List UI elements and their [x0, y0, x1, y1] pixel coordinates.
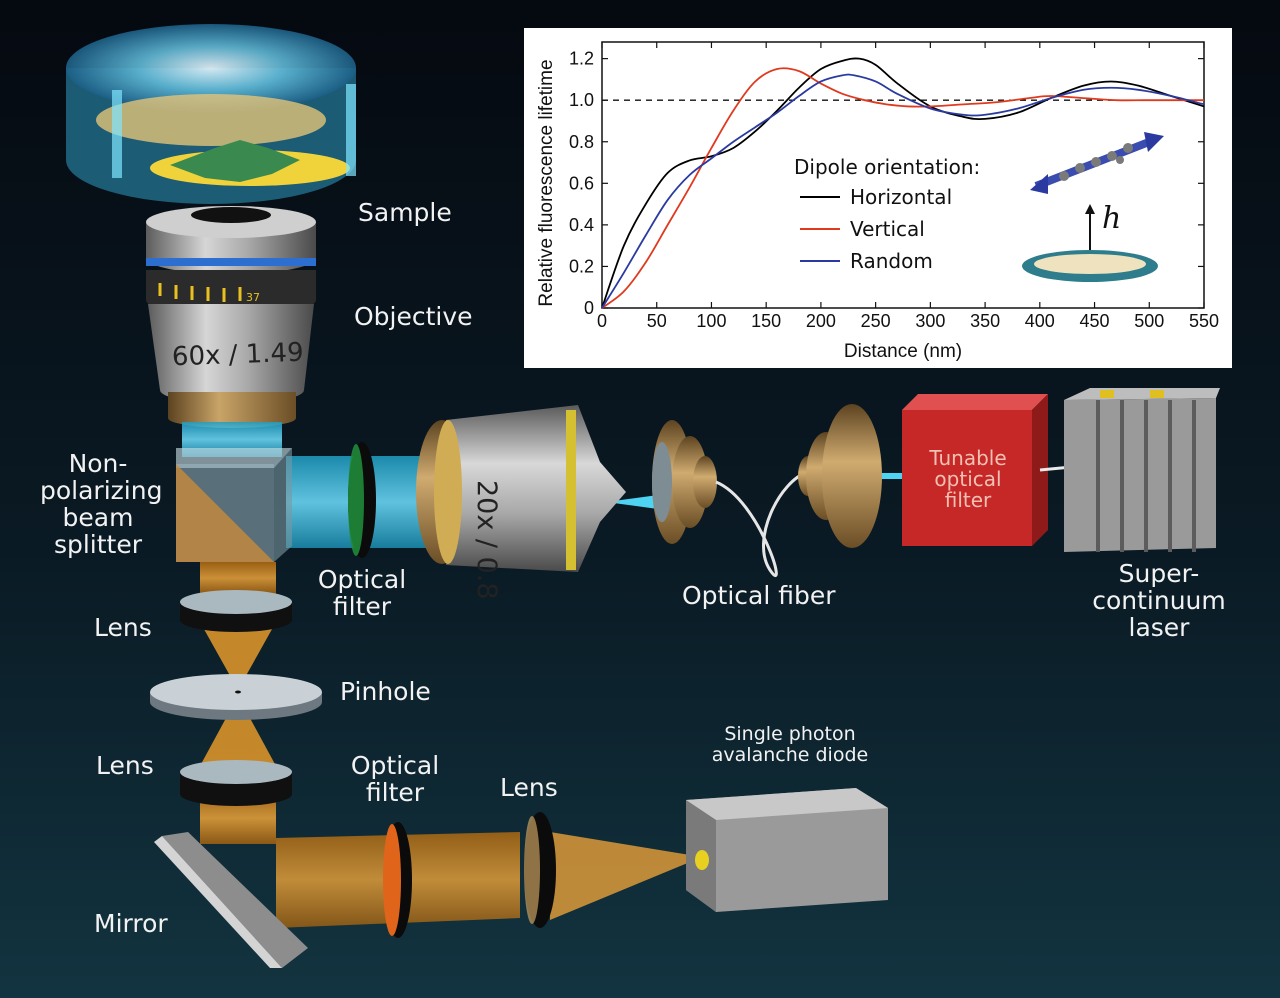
beam-splitter-line-3: beam: [62, 503, 134, 532]
tunable-filter-box: [902, 394, 1048, 546]
x-tick-label: 500: [1134, 311, 1164, 331]
x-tick-label: 300: [915, 311, 945, 331]
optical-filter-2: [383, 822, 412, 938]
x-tick-label: 200: [806, 311, 836, 331]
optical-filter-2-line-1: Optical: [350, 751, 440, 780]
y-tick-label: 0.2: [569, 256, 594, 276]
label-spad: Single photon avalanche diode: [700, 724, 880, 766]
pinhole-disc: [150, 674, 322, 720]
beam-splitter-line-2: polarizing: [40, 476, 163, 505]
x-tick-label: 450: [1080, 311, 1110, 331]
x-tick-label: 100: [696, 311, 726, 331]
series-line-random: [601, 73, 1205, 309]
lifetime-chart-panel: Relative fluorescence lifetime Distance …: [524, 28, 1232, 368]
y-tick-label: 0.6: [569, 173, 594, 193]
series-line-vertical: [601, 67, 1204, 309]
objective-20x-mark: 20x / 0.8: [471, 480, 502, 600]
chart-series-group: [601, 57, 1205, 309]
chart-legend: Dipole orientation: HorizontalVerticalRan…: [794, 155, 980, 273]
supercontinuum-laser: [1064, 388, 1220, 552]
dipole-inset: h: [1022, 132, 1164, 282]
beam-splitter-line-4: splitter: [53, 530, 143, 559]
x-tick-label: 350: [970, 311, 1000, 331]
fiber-coupler-left: [652, 420, 717, 544]
legend-label-horizontal: Horizontal: [850, 185, 952, 209]
laser-line-2: continuum: [1092, 586, 1226, 615]
inset-h-label: h: [1102, 201, 1121, 236]
optical-filter-2-line-2: filter: [365, 778, 425, 807]
objective-60x-mark: 60x / 1.49: [171, 337, 305, 373]
fiber-coupler-right: [798, 404, 882, 548]
objective-60x: [146, 206, 316, 428]
x-tick-label: 150: [751, 311, 781, 331]
lens-2: [180, 760, 292, 806]
x-tick-label: 550: [1189, 311, 1219, 331]
spad-line-2: avalanche diode: [711, 744, 869, 766]
objective-scale-mark: 37: [246, 291, 260, 304]
y-tick-label: 0.4: [569, 215, 594, 235]
label-tunable-filter: Tunable optical filter: [912, 448, 1024, 511]
y-tick-label: 0.8: [569, 132, 594, 152]
tunable-filter-line-3: filter: [944, 488, 992, 512]
optical-filter-1: [348, 442, 376, 558]
chart-plot-frame: [601, 41, 1205, 309]
label-optical-filter-2: Optical filter: [340, 752, 450, 806]
legend-label-vertical: Vertical: [850, 217, 925, 241]
sample-dish: [66, 24, 356, 204]
laser-line-3: laser: [1128, 613, 1190, 642]
y-tick-label: 1.0: [569, 90, 594, 110]
optical-fiber-cable: [715, 470, 809, 578]
label-laser: Super- continuum laser: [1084, 560, 1234, 641]
beam-splitter-cube: [176, 448, 292, 562]
label-optical-filter-1: Optical filter: [306, 566, 418, 620]
beam-splitter-line-1: Non-: [68, 449, 128, 478]
label-sample: Sample: [358, 198, 452, 227]
x-tick-label: 250: [861, 311, 891, 331]
series-line-horizontal: [601, 57, 1205, 309]
legend-title: Dipole orientation:: [794, 155, 980, 179]
label-optical-fiber: Optical fiber: [682, 581, 836, 610]
spad-detector: [686, 788, 888, 912]
tunable-filter-line-1: Tunable: [929, 446, 1007, 470]
y-tick-label: 0: [584, 298, 594, 318]
label-beam-splitter: Non- polarizing beam splitter: [40, 449, 163, 559]
label-pinhole: Pinhole: [340, 677, 431, 706]
lifetime-chart: Relative fluorescence lifetime Distance …: [536, 41, 1219, 362]
legend-label-random: Random: [850, 249, 933, 273]
x-tick-label: 0: [597, 311, 607, 331]
objective-20x: [416, 405, 626, 572]
label-objective: Objective: [354, 302, 473, 331]
optical-filter-1-line-1: Optical: [317, 565, 407, 594]
chart-y-axis-label: Relative fluorescence lifetime: [536, 59, 557, 306]
mirror: [154, 832, 308, 968]
x-tick-label: 400: [1025, 311, 1055, 331]
x-tick-label: 50: [647, 311, 667, 331]
spad-line-1: Single photon: [724, 723, 856, 745]
lens-3: [524, 812, 556, 928]
label-mirror: Mirror: [94, 909, 168, 938]
y-tick-label: 1.2: [569, 49, 594, 69]
label-lens-3: Lens: [500, 773, 558, 802]
label-lens-1: Lens: [94, 613, 152, 642]
optical-filter-1-line-2: filter: [332, 592, 392, 621]
chart-axes: 0 50 100 150 200 250 300 350 400 450 500 550 0 0.2 0.4…: [569, 41, 1219, 331]
label-lens-2: Lens: [96, 751, 154, 780]
lens-1: [180, 590, 292, 632]
chart-x-axis-label: Distance (nm): [844, 341, 962, 362]
laser-line-1: Super-: [1118, 559, 1200, 588]
tunable-filter-line-2: optical: [934, 467, 1002, 491]
